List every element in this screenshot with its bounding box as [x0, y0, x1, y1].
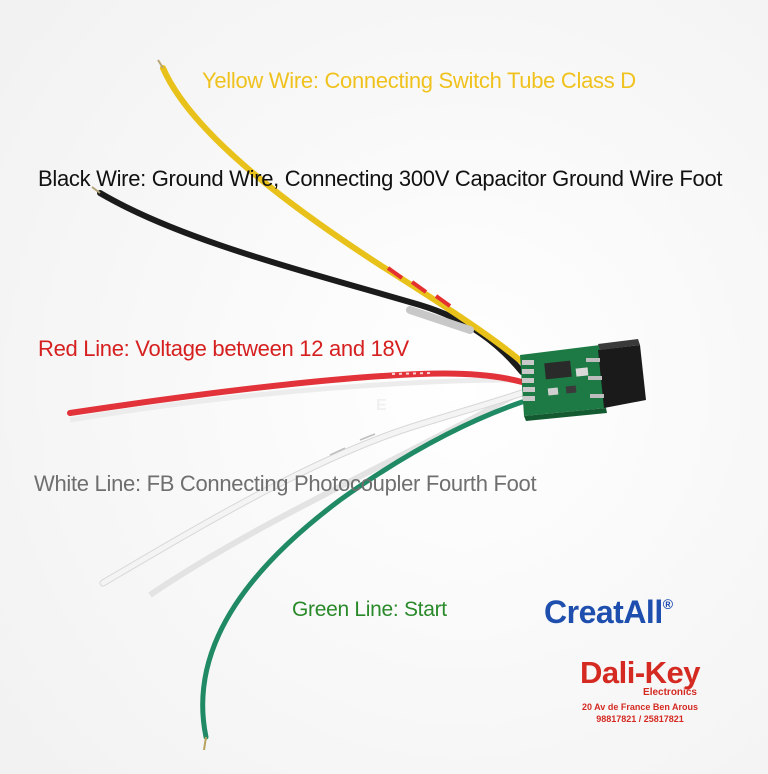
green-wire-label: Green Line: Start — [292, 598, 447, 621]
pcb-pin — [522, 369, 534, 374]
pcb-board — [520, 345, 606, 416]
black-wire-label: Black Wire: Ground Wire, Connecting 300V… — [38, 166, 723, 191]
yellow-wire-tip — [157, 59, 164, 69]
wire-shadow — [148, 392, 517, 598]
red-marking — [386, 266, 452, 308]
pcb-module — [520, 339, 646, 421]
green-wire-tip — [203, 736, 207, 751]
pcb-pin — [523, 396, 535, 401]
pcb-transistor-leg — [590, 394, 604, 398]
watermark-text: E — [376, 397, 387, 414]
registered-mark: ® — [662, 596, 673, 612]
shop-address: 20 Av de France Ben Arous — [581, 702, 699, 712]
shop-phones: 98817821 / 25817821 — [596, 714, 684, 724]
yellow-wire — [160, 65, 525, 365]
red-wire-label: Red Line: Voltage between 12 and 18V — [38, 336, 409, 361]
pcb-component — [547, 387, 559, 396]
shop-name: Dali-Key — [579, 655, 701, 690]
pcb-component — [565, 385, 577, 394]
pcb-pin — [522, 378, 534, 383]
wire-shadow — [69, 377, 516, 423]
pcb-edge — [524, 408, 607, 421]
shop-subtitle: Electronics — [643, 687, 697, 698]
yellow-wire-label: Yellow Wire: Connecting Switch Tube Clas… — [202, 68, 636, 93]
pcb-transistor-top — [598, 339, 640, 350]
pcb-transistor-leg — [588, 376, 602, 380]
creatall-logo: CreatAll® — [544, 594, 673, 631]
white-wire-label: White Line: FB Connecting Photocoupler F… — [34, 471, 537, 496]
white-wire-core — [100, 390, 525, 586]
white-wire-print — [329, 433, 376, 456]
shop-logo: Dali-Key Electronics 20 Av de France Ben… — [540, 656, 740, 725]
brand-name: CreatAll — [544, 594, 663, 630]
heat-shrink — [406, 306, 474, 334]
black-wire-tip — [91, 186, 101, 194]
pcb-transistor — [598, 345, 646, 408]
pcb-component — [575, 367, 589, 377]
red-wire — [67, 370, 525, 416]
green-wire — [200, 399, 525, 740]
pcb-transistor-leg — [586, 358, 600, 362]
pcb-pin — [523, 387, 535, 392]
pcb-chip — [544, 360, 572, 380]
pcb-pin — [522, 360, 534, 365]
